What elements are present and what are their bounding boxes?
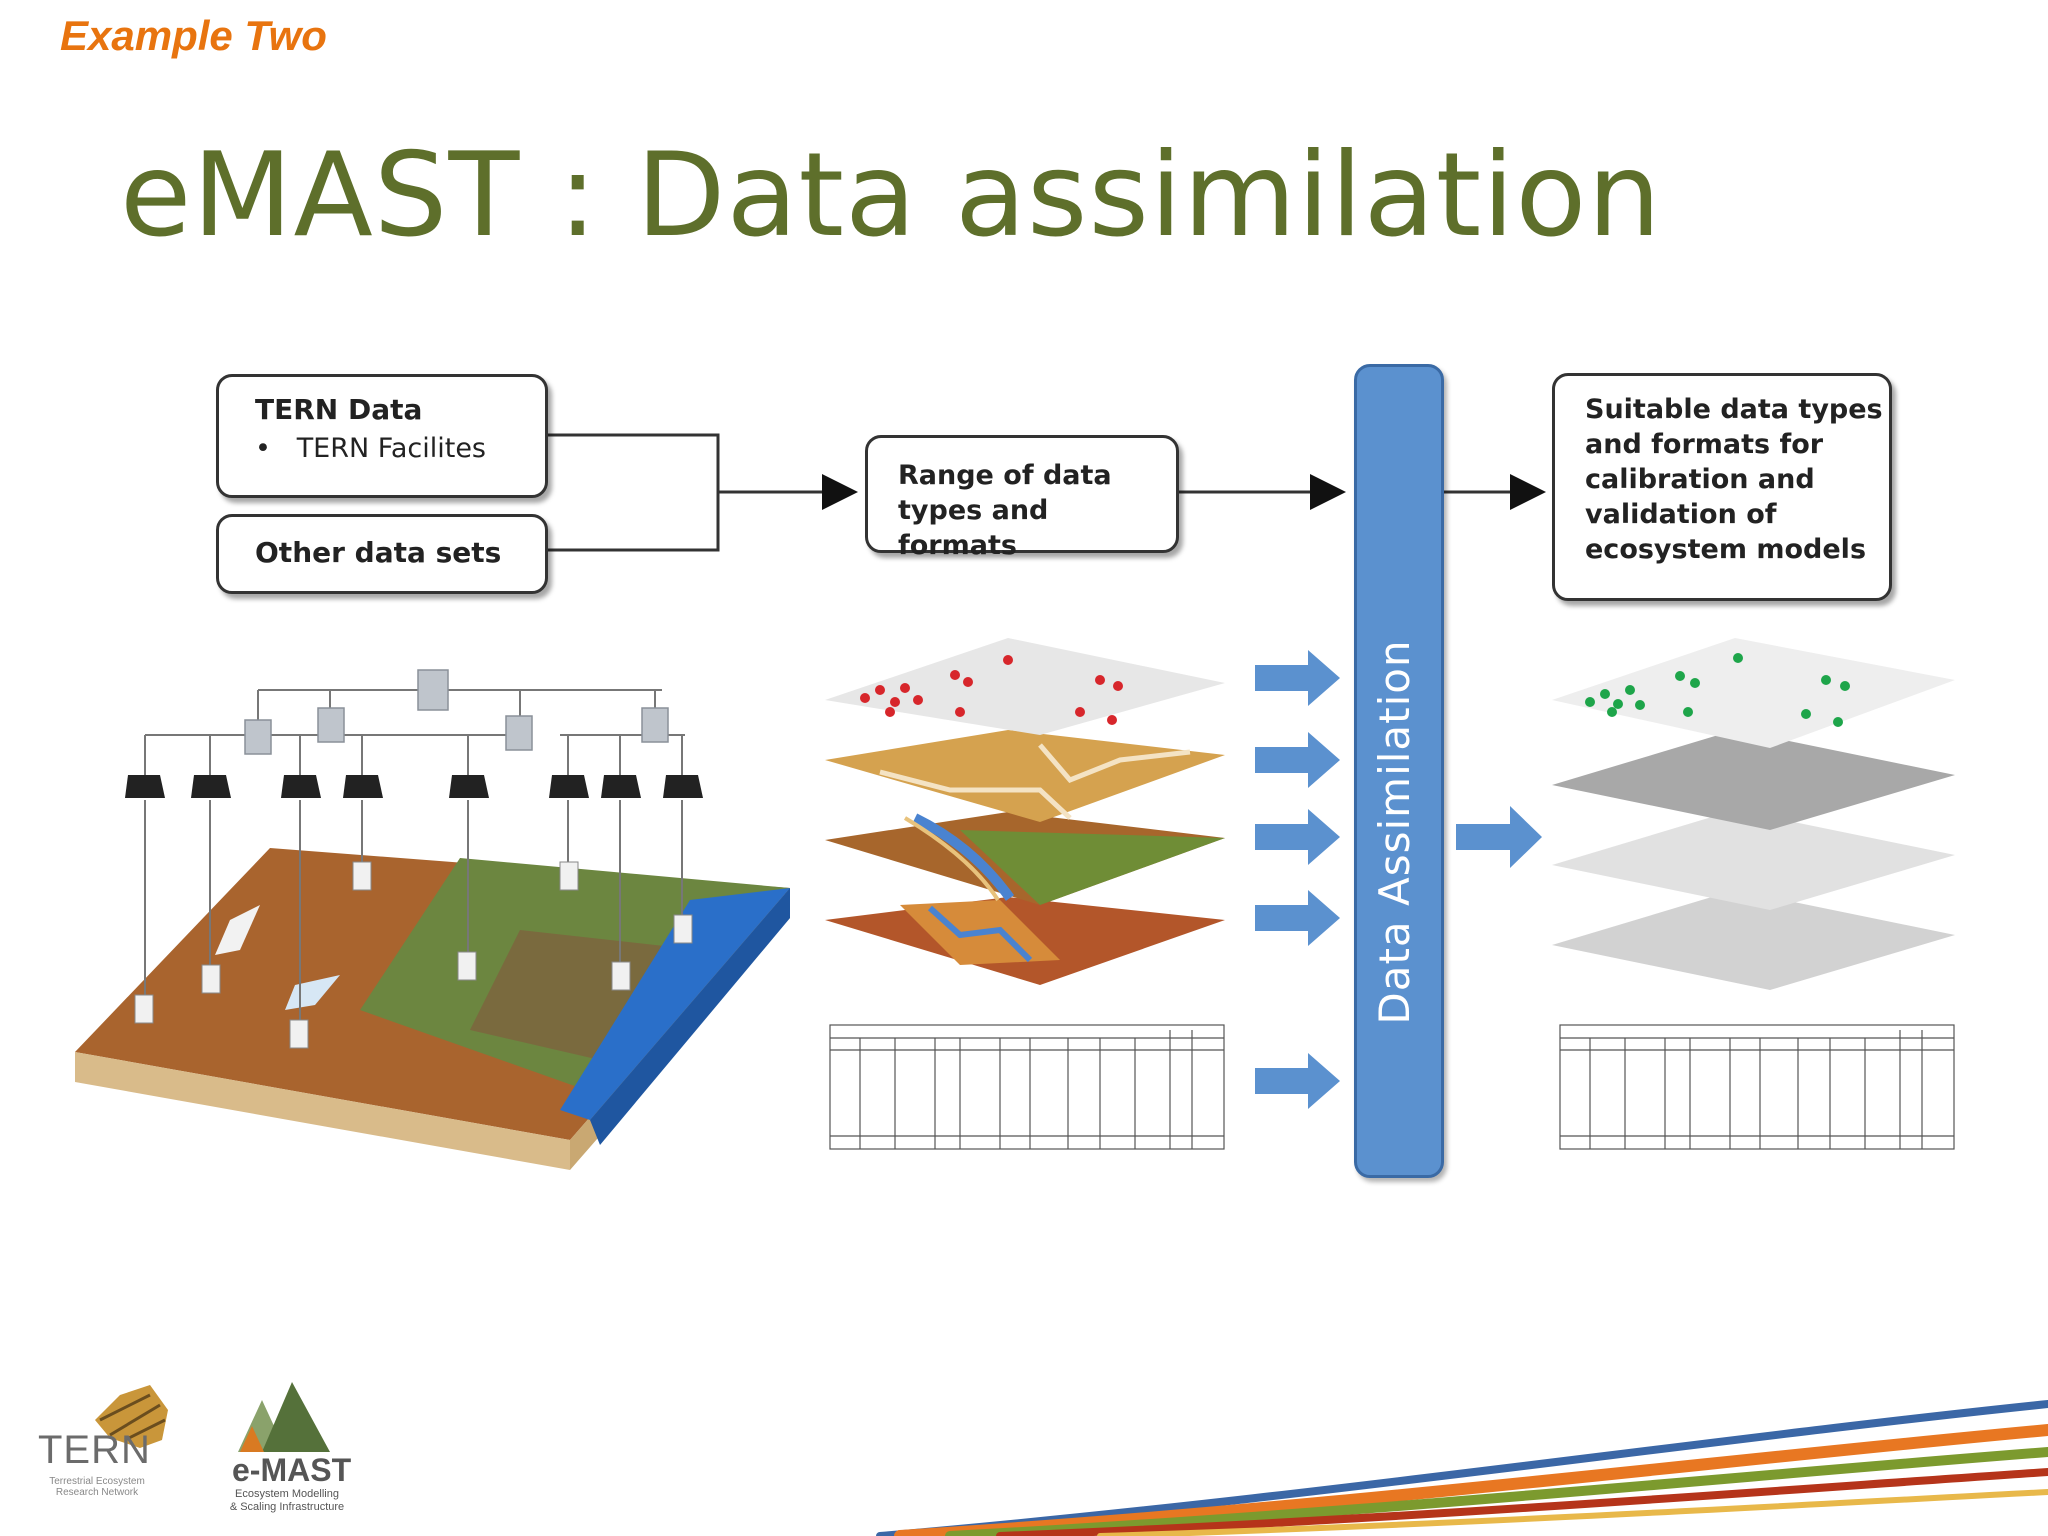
input-layers: [825, 638, 1225, 985]
emast-sub-line-1: Ecosystem Modelling: [235, 1488, 339, 1500]
output-table: [1559, 1024, 1955, 1150]
tern-logo-mark: [95, 1385, 168, 1448]
emast-logo-subtitle: Ecosystem Modelling & Scaling Infrastruc…: [222, 1488, 352, 1514]
input-table: [829, 1024, 1225, 1150]
range-line-2: types and formats: [898, 495, 1049, 561]
range-of-data-box: Range of data types and formats: [865, 435, 1179, 561]
other-data-sets-label: Other data sets: [255, 536, 502, 569]
blue-arrows-left: [1255, 650, 1340, 1109]
servers: [244, 669, 669, 755]
suitable-line-3: calibration and: [1585, 464, 1815, 495]
data-assimilation-bar: [1354, 364, 1444, 1178]
data-assimilation-label: Data Assimilation: [1370, 639, 1419, 1025]
laptops: [125, 775, 703, 798]
suitable-line-5: ecosystem models: [1585, 534, 1867, 565]
swoosh-decoration: [876, 1400, 2048, 1536]
tern-facilities-bullet: • TERN Facilites: [255, 433, 486, 464]
emast-logo-text: e-MAST: [232, 1452, 352, 1488]
output-layers: [1552, 638, 1955, 990]
tern-logo-text: TERN: [38, 1428, 151, 1472]
example-label: Example Two: [60, 12, 327, 59]
tern-facilities-label: TERN Facilites: [296, 433, 486, 464]
tern-logo-tagline: Terrestrial Ecosystem Research Network: [49, 1476, 145, 1498]
suitable-line-2: and formats for: [1585, 429, 1824, 460]
emast-logo-mark: [238, 1382, 330, 1452]
suitable-line-1: Suitable data types: [1585, 394, 1883, 425]
emast-sub-line-2: & Scaling Infrastructure: [229, 1501, 345, 1513]
suitable-data-box: Suitable data types and formats for cali…: [1552, 373, 1892, 601]
sensor-tags: [134, 861, 693, 1049]
suitable-line-4: validation of: [1585, 499, 1777, 530]
slide-title: eMAST : Data assimilation: [120, 128, 1662, 263]
other-data-sets-box: Other data sets: [216, 514, 548, 594]
range-line-1: Range of data: [898, 460, 1112, 491]
tern-data-box: TERN Data • TERN Facilites: [216, 374, 548, 498]
bracket-connector: [545, 433, 858, 552]
blue-arrow-right: [1456, 806, 1542, 868]
tern-data-title: TERN Data: [255, 393, 423, 426]
